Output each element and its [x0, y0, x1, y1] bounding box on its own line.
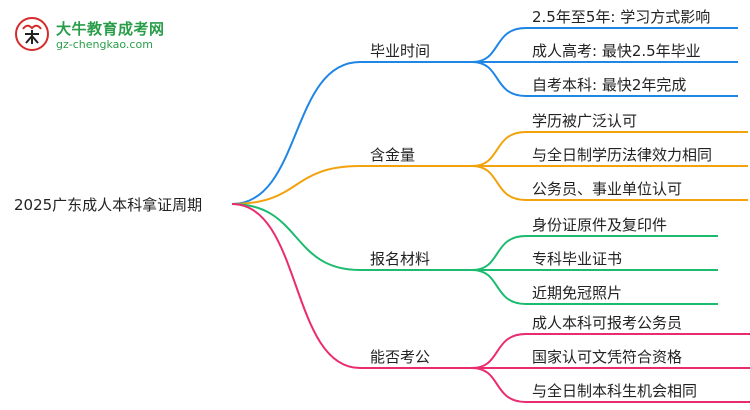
leaf-label: 成人高考: 最快2.5年毕业 — [532, 42, 701, 60]
leaf-label: 2.5年至5年: 学习方式影响 — [532, 8, 711, 26]
logo-title: 大牛教育成考网 — [56, 20, 165, 38]
branch-label: 毕业时间 — [370, 42, 431, 60]
leaf-connector — [471, 61, 738, 97]
leaf-label: 与全日制学历法律效力相同 — [532, 146, 713, 164]
branch-connector — [231, 61, 472, 205]
leaf-connector — [471, 131, 748, 167]
branch-connector — [231, 165, 472, 205]
branch-label: 含金量 — [370, 146, 416, 164]
leaf-label: 专科毕业证书 — [532, 250, 623, 268]
leaf-label: 与全日制本科生机会相同 — [532, 382, 698, 400]
leaf-label: 国家认可文凭符合资格 — [532, 348, 683, 366]
leaf-label: 公务员、事业单位认可 — [532, 180, 683, 198]
leaf-label: 成人本科可报考公务员 — [532, 314, 683, 332]
leaf-connector — [471, 235, 718, 271]
root-topic: 2025广东成人本科拿证周期 — [14, 196, 203, 214]
leaf-label: 近期免冠照片 — [532, 284, 623, 302]
branch-label: 能否考公 — [370, 348, 431, 366]
bull-logo-icon — [15, 17, 49, 51]
leaf-connector — [471, 165, 748, 201]
leaf-connector — [471, 367, 750, 403]
site-logo: 大牛教育成考网 gz-chengkao.com — [14, 14, 164, 54]
leaf-connector — [471, 333, 750, 369]
logo-url: gz-chengkao.com — [56, 38, 153, 51]
leaf-connector — [471, 27, 738, 63]
branch-connector — [231, 203, 472, 271]
leaf-label: 学历被广泛认可 — [532, 112, 638, 130]
branch-label: 报名材料 — [370, 250, 431, 268]
branch-connector — [231, 203, 472, 369]
leaf-label: 自考本科: 最快2年完成 — [532, 76, 687, 94]
leaf-connector — [471, 269, 718, 305]
leaf-label: 身份证原件及复印件 — [532, 216, 668, 234]
